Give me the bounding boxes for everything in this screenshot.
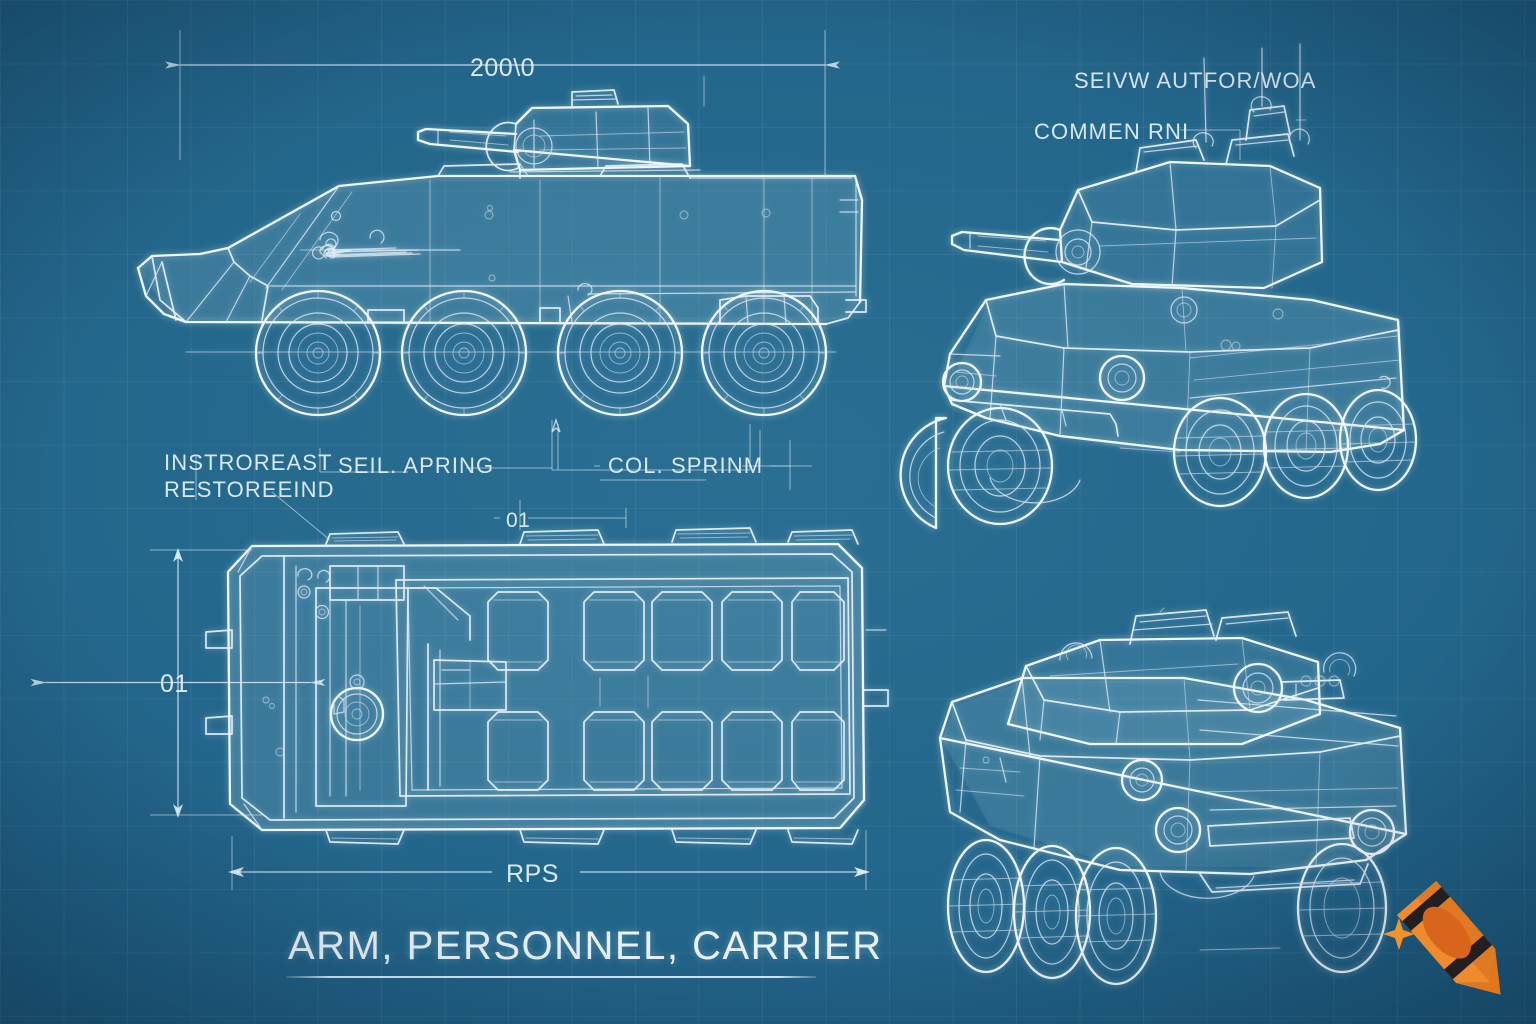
dimension-lines — [30, 30, 1241, 890]
dimension-detail-label: 01 — [506, 509, 530, 532]
dimension-length-label: 200\0 — [470, 54, 535, 82]
side-turret — [416, 75, 705, 179]
annotation-instroreast-line2: RESTOREEIND — [164, 477, 335, 502]
rear-light-upper — [1120, 758, 1164, 802]
sparkle-upper — [1383, 918, 1415, 950]
dimension-width-label: RPS — [506, 860, 559, 888]
dimension-and-annotation-text: 200\0 01 RPS 01 INSTROREAST RESTOREEIND … — [160, 54, 1317, 888]
annotation-seil-apring: SEIL. APRING — [338, 453, 494, 478]
seat-row-upper — [487, 591, 845, 671]
top-plan-view — [205, 527, 889, 845]
plan-wheel-tabs-top — [325, 527, 859, 545]
annotation-col-sprinm: COL. SPRINM — [608, 453, 763, 478]
rear-three-quarter-view — [938, 607, 1408, 986]
seat-row-lower — [487, 711, 845, 791]
dimension-height-label: 01 — [160, 670, 189, 698]
crayon-icon — [1396, 880, 1501, 995]
front-view-turret — [950, 43, 1324, 290]
headlight-right — [1098, 354, 1146, 402]
rear-light-lower — [1154, 806, 1202, 854]
plan-wheel-tabs-bottom — [325, 829, 859, 845]
rear-light-side — [1348, 808, 1396, 856]
side-wheel-group — [254, 289, 828, 417]
page-title: ARM, PERSONNEL, CARRIER — [288, 924, 883, 968]
title-underline — [286, 976, 816, 978]
annotation-commen-rni: COMMEN RNI — [1034, 119, 1189, 144]
front-three-quarter-view — [899, 43, 1418, 530]
annotation-instroreast-line1: INSTROREAST — [164, 450, 333, 475]
annotation-seivw-autfor: SEIVW AUTFOR/WOA — [1074, 68, 1317, 93]
craiyon-crayon-watermark — [1383, 880, 1501, 995]
rear-view-wheels — [946, 838, 1388, 986]
side-elevation-view — [136, 75, 867, 417]
rear-view-turret — [1006, 607, 1357, 746]
